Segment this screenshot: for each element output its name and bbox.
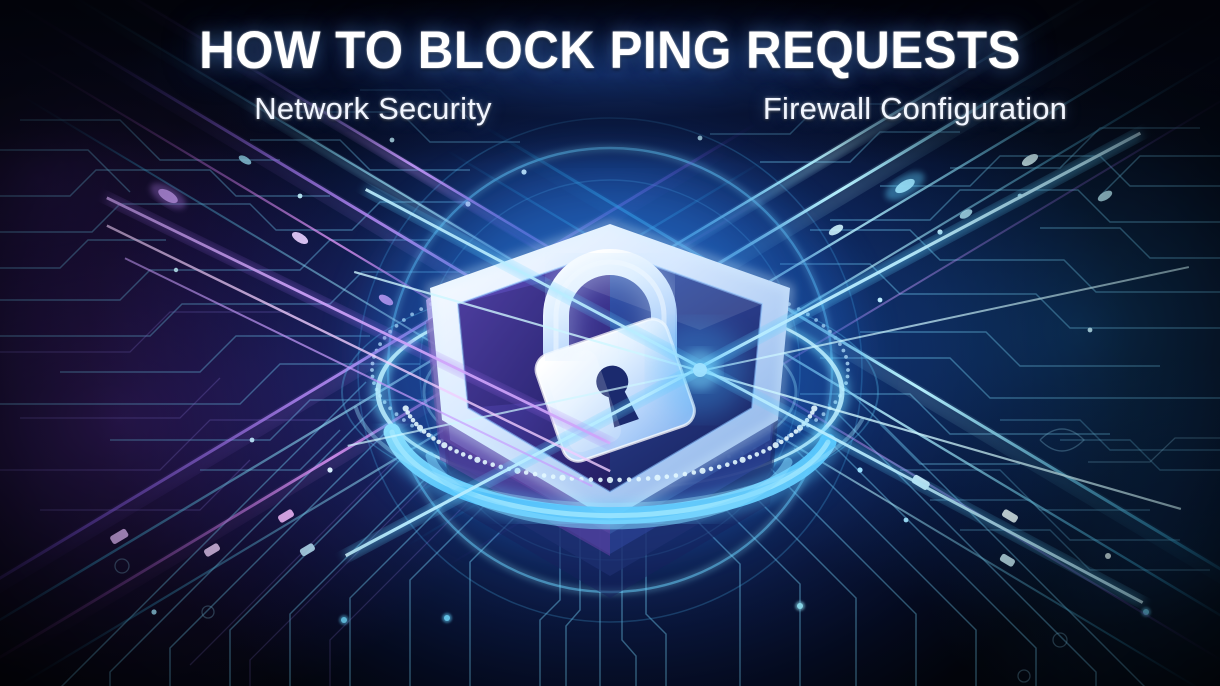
subtitle-network-security: Network Security <box>254 91 492 126</box>
subtitle-block: Network Security Firewall Configuration <box>0 90 1220 128</box>
subtitle-firewall-configuration: Firewall Configuration <box>762 91 1068 126</box>
title-block: HOW TO BLOCK PING REQUESTS <box>0 22 1220 80</box>
page-title: HOW TO BLOCK PING REQUESTS <box>199 21 1021 80</box>
